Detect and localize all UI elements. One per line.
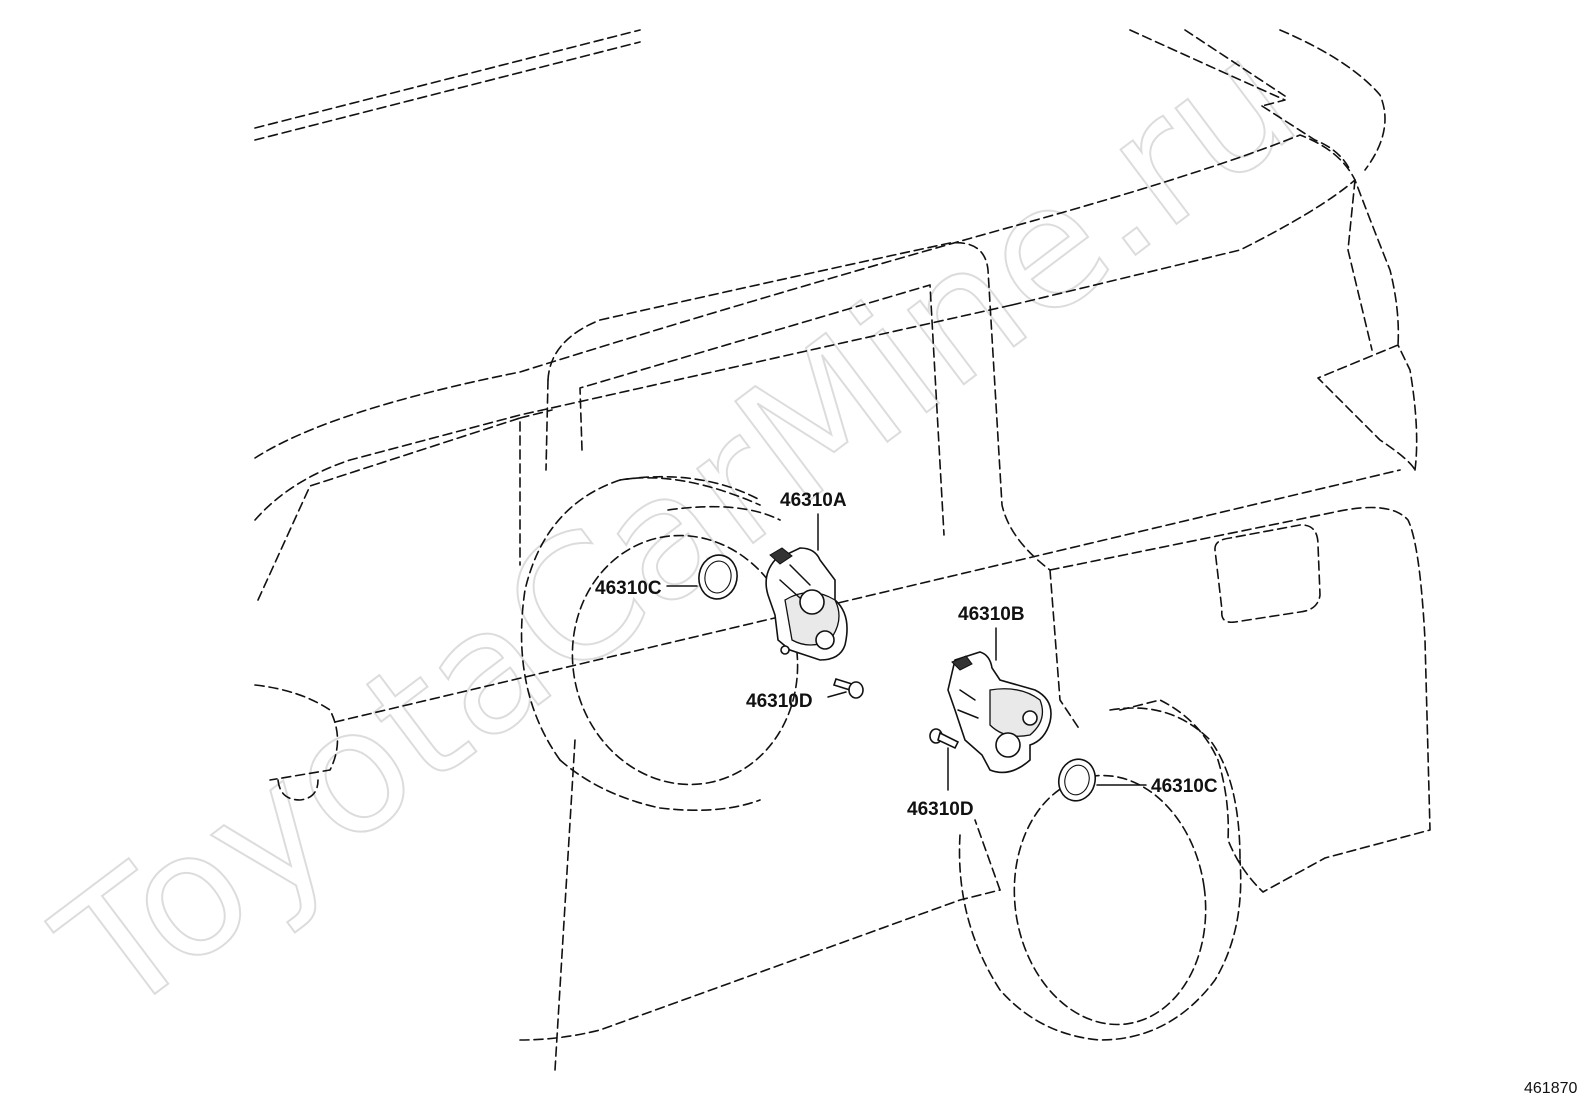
bolt-46310D-right	[929, 728, 960, 750]
actuator-46310A	[765, 547, 848, 661]
seal-46310C-left	[698, 554, 738, 600]
callout-46310D-left: 46310D	[746, 691, 813, 712]
callout-46310D-right: 46310D	[907, 799, 974, 820]
callout-46310A: 46310A	[780, 490, 847, 511]
leader-lines	[666, 513, 1147, 791]
watermark-text: ToyotaCarMine.ru	[25, 1, 1331, 1053]
seal-46310C-right	[1057, 758, 1097, 802]
figure-number: 461870	[1524, 1080, 1577, 1097]
actuator-46310B	[947, 651, 1052, 774]
callout-46310B: 46310B	[958, 604, 1025, 625]
callout-46310C-right: 46310C	[1151, 776, 1218, 797]
vehicle-body-outline	[254, 29, 1431, 1071]
bolt-46310D-left	[832, 678, 864, 699]
callout-46310C-left: 46310C	[595, 578, 662, 599]
